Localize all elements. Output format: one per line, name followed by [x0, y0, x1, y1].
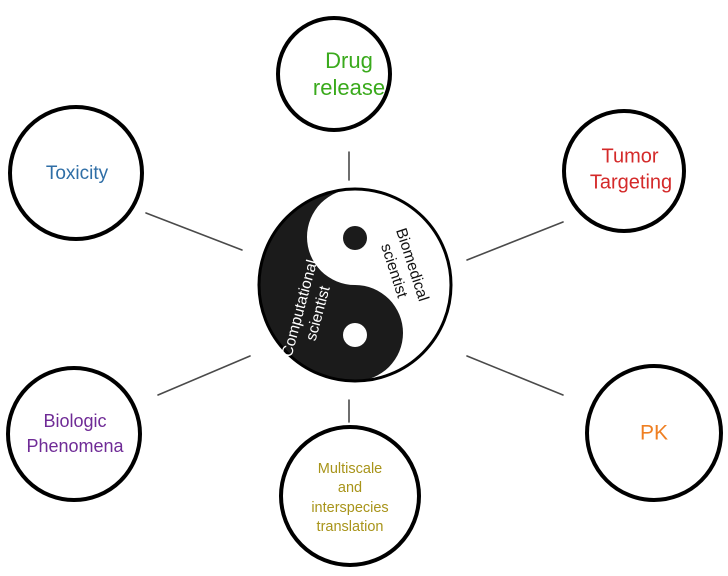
dark-half-dot	[343, 323, 367, 347]
multiscale-label-line-3: interspecies	[311, 500, 388, 516]
connector-tumor-targeting	[466, 221, 564, 261]
node-drug-release: Drug release	[276, 16, 392, 132]
yin-yang-outline	[257, 187, 453, 383]
biologic-phenomena-label-line-2: Phenomena	[26, 436, 124, 456]
drug-release-label-line-1: Drug	[325, 48, 373, 73]
connector-biologic-phenomena	[157, 355, 251, 396]
tumor-targeting-label-line-1: Tumor	[601, 145, 658, 167]
multiscale-label-line-1: Multiscale	[318, 461, 382, 477]
pk-label: PK	[640, 422, 668, 445]
node-multiscale: Multiscale and interspecies translation	[279, 425, 421, 567]
node-biologic-phenomena: Biologic Phenomena	[6, 366, 142, 502]
connector-lines	[145, 151, 564, 423]
multiscale-label-line-2: and	[338, 480, 362, 496]
node-tumor-targeting: Tumor Targeting	[562, 109, 686, 233]
tumor-targeting-label-line-2: Targeting	[590, 171, 672, 193]
yin-yang-symbol: Computational scientist Biomedical scien…	[257, 187, 453, 383]
light-half-dot	[343, 226, 367, 250]
yin-dark-half	[259, 189, 403, 381]
node-toxicity: Toxicity	[8, 105, 144, 241]
multiscale-label-line-4: translation	[317, 519, 384, 535]
connector-pk	[466, 355, 564, 396]
drug-release-label-line-2: release	[313, 75, 385, 100]
connector-toxicity	[145, 212, 243, 251]
node-pk: PK	[585, 364, 723, 502]
toxicity-label: Toxicity	[46, 163, 109, 184]
biologic-phenomena-label-line-1: Biologic	[43, 411, 106, 431]
